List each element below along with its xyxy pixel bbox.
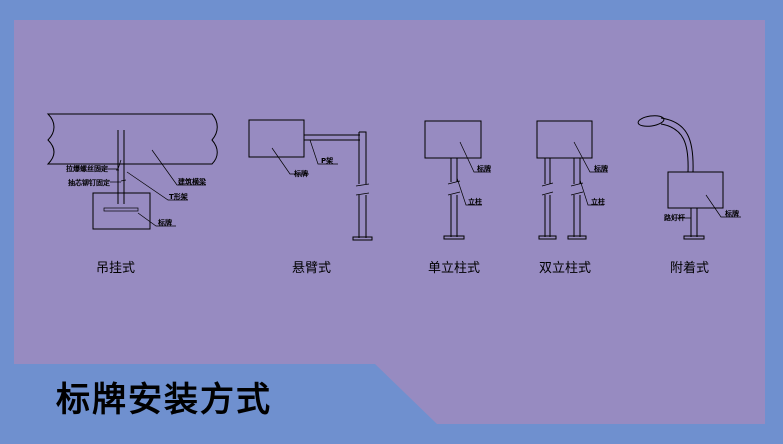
caption-attached: 附着式 [670,260,709,276]
label-expansion-bolt: 拉爆螺丝固定 [66,164,108,173]
leader-sign [573,141,608,173]
pole-bottom [450,195,458,237]
cantilever-sign-board [248,119,305,158]
attached-sign-diagram: 标牌 路灯杆 附着式 [637,115,741,276]
caption-hanging: 吊挂式 [96,261,135,276]
label-beam: 建筑横梁 [178,177,207,186]
label-lamp-post: 路灯杆 [664,213,685,222]
content-panel [14,20,765,424]
label-sign: 标牌 [293,169,308,178]
pole-bottom [358,195,367,238]
left-pole-top [544,158,551,184]
t-frame-bar [103,207,139,212]
lamp-post-base [683,235,705,240]
label-sign: 标牌 [476,164,491,173]
label-pole: 立柱 [468,197,482,206]
pole-break [355,183,370,196]
label-pole: 立柱 [591,197,605,206]
leader-4 [126,171,188,201]
label-sign: 标牌 [593,164,608,173]
leader-1 [98,159,122,170]
leader-pole [579,179,604,206]
bolt-marks [116,169,127,182]
cantilever-sign-diagram: P架 标牌 悬臂式 [248,119,373,276]
pole-top [358,131,367,184]
lamp-post [690,208,698,237]
right-pole-bottom [573,195,581,237]
leader-sign [271,147,309,175]
single-pole-sign-board [424,120,482,159]
single-pole-sign-diagram: 标牌 立柱 单立柱式 [424,120,491,276]
attached-sign-board [667,171,724,209]
leader-sign [705,194,741,218]
hanging-sign-board [92,192,151,230]
right-pole-base [567,235,587,240]
pole-base [443,235,465,240]
right-pole-top [573,158,581,184]
leader-sign [459,141,491,173]
left-pole-bottom [544,195,551,237]
caption-cantilever: 悬臂式 [292,261,331,276]
leader-5 [137,212,176,227]
hanging-sign-diagram: 拉爆螺丝固定 抽芯铆钉固定 建筑横梁 T形架 标牌 吊挂式 [46,113,218,276]
label-sign: 标牌 [157,218,172,227]
pole-base [352,236,373,241]
label-sign: 标牌 [724,209,739,218]
caption-double-pole: 双立柱式 [539,261,591,276]
double-pole-sign-diagram: 标牌 立柱 双立柱式 [536,120,608,276]
label-p-frame: P架 [321,156,333,165]
pole-breaks [541,182,584,196]
left-pole-base [538,235,557,240]
leader-p-frame [309,139,338,165]
lamp-arm-inner [660,123,689,173]
leader-3 [151,149,206,186]
lamp-head [637,115,665,127]
double-pole-sign-board [536,120,593,159]
label-rivet: 抽芯铆钉固定 [68,178,110,187]
building-beam [46,113,218,165]
caption-single-pole: 单立柱式 [428,261,480,276]
leader-pole [456,177,482,206]
lamp-arm-outer [660,117,694,173]
page-title: 标牌安装方式 [56,380,272,420]
label-t-frame: T形架 [169,192,188,201]
